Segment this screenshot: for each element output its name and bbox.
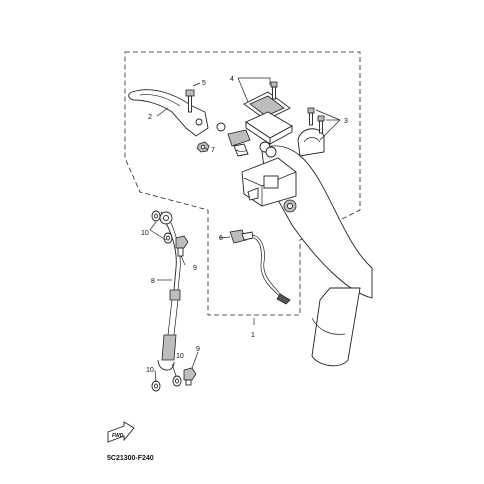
master-cylinder-holder — [297, 107, 325, 157]
callout-3: 3 — [344, 118, 348, 125]
callout-9-upper: 9 — [193, 265, 197, 272]
callout-9-lower: 9 — [196, 346, 200, 353]
callout-2: 2 — [148, 114, 152, 121]
callout-7: 7 — [211, 147, 215, 154]
lever-nut — [196, 141, 210, 153]
leader-lines — [149, 77, 341, 383]
brake-hose — [157, 211, 181, 371]
callout-5: 5 — [202, 80, 206, 87]
diagram-code: 5C21300-F240 — [107, 455, 154, 462]
callout-10-upper: 10 — [141, 230, 149, 237]
callout-6: 6 — [219, 235, 223, 242]
callout-10-lower-left: 10 — [146, 367, 154, 374]
reservoir-cap — [243, 81, 293, 145]
piston-kit — [216, 122, 277, 158]
fwd-arrow-icon: FWD — [107, 421, 135, 443]
brake-switch — [229, 229, 291, 305]
copper-washers — [151, 210, 182, 392]
assembly-boundary — [124, 51, 361, 316]
callout-4: 4 — [230, 76, 234, 83]
union-bolt-upper — [175, 235, 189, 257]
brake-lever — [128, 89, 209, 137]
callout-10-lower-right: 10 — [176, 353, 184, 360]
lever-bolt — [185, 89, 195, 113]
master-cylinder-body — [241, 157, 297, 213]
fwd-label: FWD — [112, 433, 124, 439]
callout-8: 8 — [151, 278, 155, 285]
union-bolt-lower — [183, 367, 197, 386]
callout-1: 1 — [251, 332, 255, 339]
